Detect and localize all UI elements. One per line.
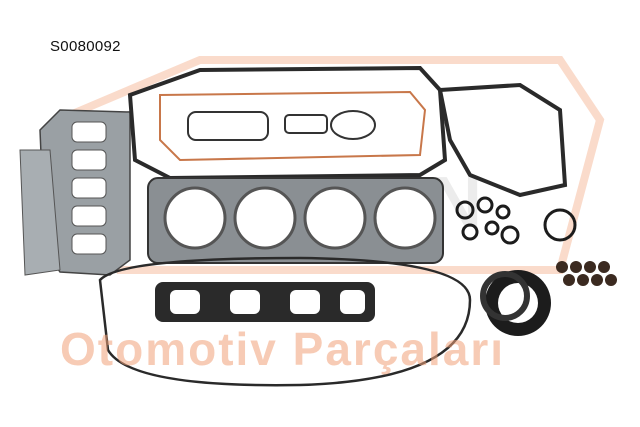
manifold-gasket-left <box>19 109 131 276</box>
timing-cover-gasket <box>437 82 568 198</box>
small-gaskets-top <box>187 110 376 141</box>
valve-stem-seals <box>556 261 617 286</box>
crankshaft-seals <box>480 270 551 336</box>
tagline-watermark: Otomotiv Parçaları <box>60 323 506 375</box>
manifold-gasket-bottom <box>155 282 375 322</box>
cylinder-head-gasket <box>147 177 444 264</box>
o-ring-set <box>455 196 577 245</box>
valve-cover-gasket <box>127 65 448 181</box>
oil-pan-gasket <box>98 256 472 387</box>
product-code: S0080092 <box>50 38 121 55</box>
